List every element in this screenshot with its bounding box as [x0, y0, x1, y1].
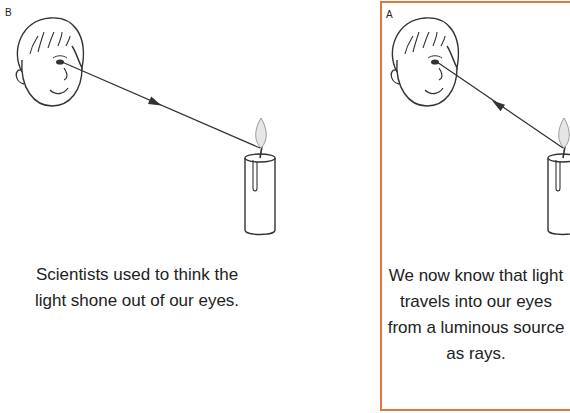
panel-box: A We now know that light travels into our… [380, 1, 570, 411]
panel-letter: B [5, 7, 25, 19]
panel-text: Scientists used to think the light shone… [32, 262, 242, 314]
panel-text: We now know that light travels into our … [382, 263, 570, 367]
panel-letter: A [386, 9, 406, 21]
